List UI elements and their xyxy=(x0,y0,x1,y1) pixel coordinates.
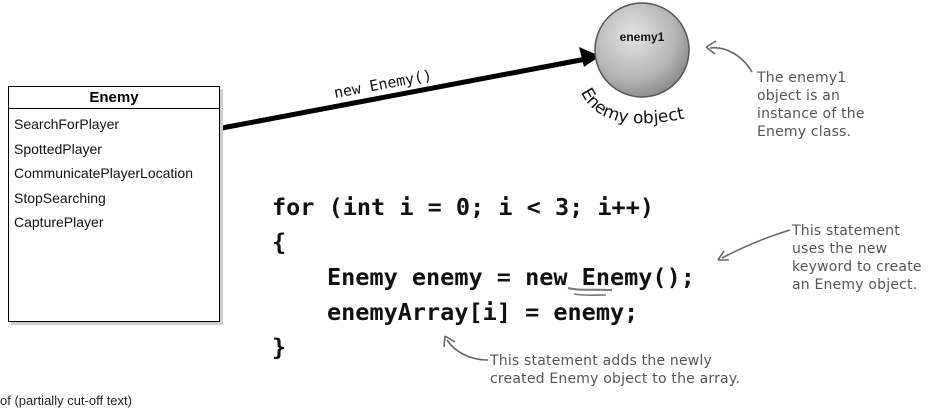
cut-off-footer-text: of (partially cut-off text) xyxy=(0,393,132,408)
method-item: SpottedPlayer xyxy=(14,140,102,157)
code-keyword-new: new xyxy=(525,263,568,291)
annotation-line: object is an xyxy=(757,88,841,104)
code-line-close-brace: } xyxy=(272,333,287,361)
method-item: CommunicatePlayerLocation xyxy=(14,165,193,181)
annotation-line: created Enemy object to the array. xyxy=(490,371,740,387)
instance-note-arrowhead xyxy=(705,40,717,55)
code-line-for: for (int i = 0; i < 3; i++) xyxy=(272,193,655,221)
class-title: Enemy xyxy=(9,87,219,109)
new-note-arrow xyxy=(721,229,791,259)
annotation-line: The enemy1 xyxy=(757,70,847,86)
code-block: for (int i = 0; i < 3; i++) { Enemy enemy … xyxy=(272,190,695,365)
code-line-open-brace: { xyxy=(272,228,287,256)
instantiation-arrow xyxy=(221,56,587,131)
annotation-line: uses the new xyxy=(792,241,888,257)
code-line-array-assign: enemyArray[i] = enemy; xyxy=(327,298,639,326)
code-line-new-enemy-pre: Enemy enemy = xyxy=(327,263,526,291)
new-underline xyxy=(567,287,613,291)
annotation-line: an Enemy object. xyxy=(792,277,918,293)
annotation-line: instance of the xyxy=(757,106,865,122)
adds-to-array-annotation: This statement adds the newly created En… xyxy=(490,352,740,388)
class-methods-list: SearchForPlayer SpottedPlayer Communicat… xyxy=(9,109,219,235)
instance-note-arrow xyxy=(709,46,753,73)
method-item: SearchForPlayer xyxy=(14,116,120,132)
enemy-class-box: Enemy SearchForPlayer SpottedPlayer Comm… xyxy=(8,86,220,322)
object-name-label: enemy1 xyxy=(619,30,665,44)
new-underline-2 xyxy=(573,293,607,297)
method-item: StopSearching xyxy=(14,189,106,206)
instance-annotation: The enemy1 object is an instance of the … xyxy=(757,69,865,141)
method-item: CapturePlayer xyxy=(14,214,104,230)
new-keyword-annotation: This statement uses the new keyword to c… xyxy=(792,222,922,294)
instantiation-arrowhead xyxy=(579,47,600,67)
enemy-object-sphere xyxy=(594,2,690,98)
new-note-arrowhead xyxy=(717,250,729,261)
annotation-line: This statement xyxy=(792,223,900,239)
code-line-new-enemy-post: Enemy(); xyxy=(567,263,695,291)
adds-note-arrow xyxy=(446,339,489,361)
annotation-line: keyword to create xyxy=(792,259,922,275)
code-line-new-enemy: Enemy enemy = new Enemy(); xyxy=(272,260,695,295)
annotation-line: Enemy class. xyxy=(757,124,852,140)
annotation-line: This statement adds the newly xyxy=(490,353,713,369)
adds-note-arrowhead xyxy=(443,335,456,348)
